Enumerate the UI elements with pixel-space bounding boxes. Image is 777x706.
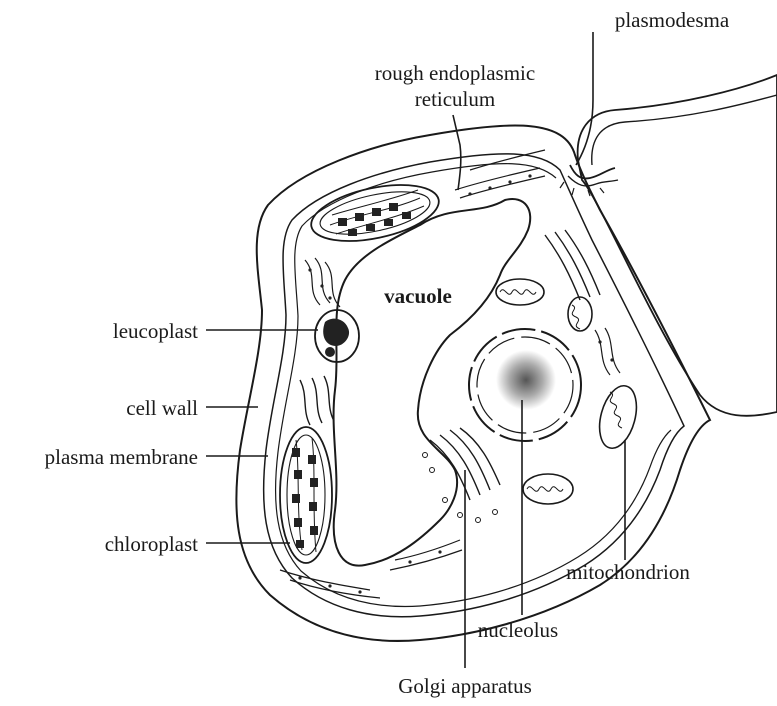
labels: plasmodesma rough endoplasmic reticulum … <box>45 8 730 698</box>
label-rer-line1: rough endoplasmic <box>375 61 535 85</box>
label-plasmodesma: plasmodesma <box>615 8 730 32</box>
nucleolus-body <box>496 350 556 410</box>
leader-rer <box>453 115 461 190</box>
rough-er <box>280 150 620 598</box>
label-cell-wall: cell wall <box>126 396 198 420</box>
label-rer-line2: reticulum <box>415 87 495 111</box>
label-mitochondrion: mitochondrion <box>566 560 690 584</box>
label-golgi: Golgi apparatus <box>398 674 532 698</box>
label-leucoplast: leucoplast <box>113 319 198 343</box>
neighbour-cell <box>578 75 777 416</box>
plasmodesma <box>560 165 618 196</box>
nucleus <box>469 329 581 441</box>
label-chloroplast: chloroplast <box>105 532 198 556</box>
label-vacuole: vacuole <box>384 284 452 308</box>
leader-lines <box>206 32 625 668</box>
label-plasma-membrane: plasma membrane <box>45 445 198 469</box>
label-nucleolus: nucleolus <box>478 618 558 642</box>
